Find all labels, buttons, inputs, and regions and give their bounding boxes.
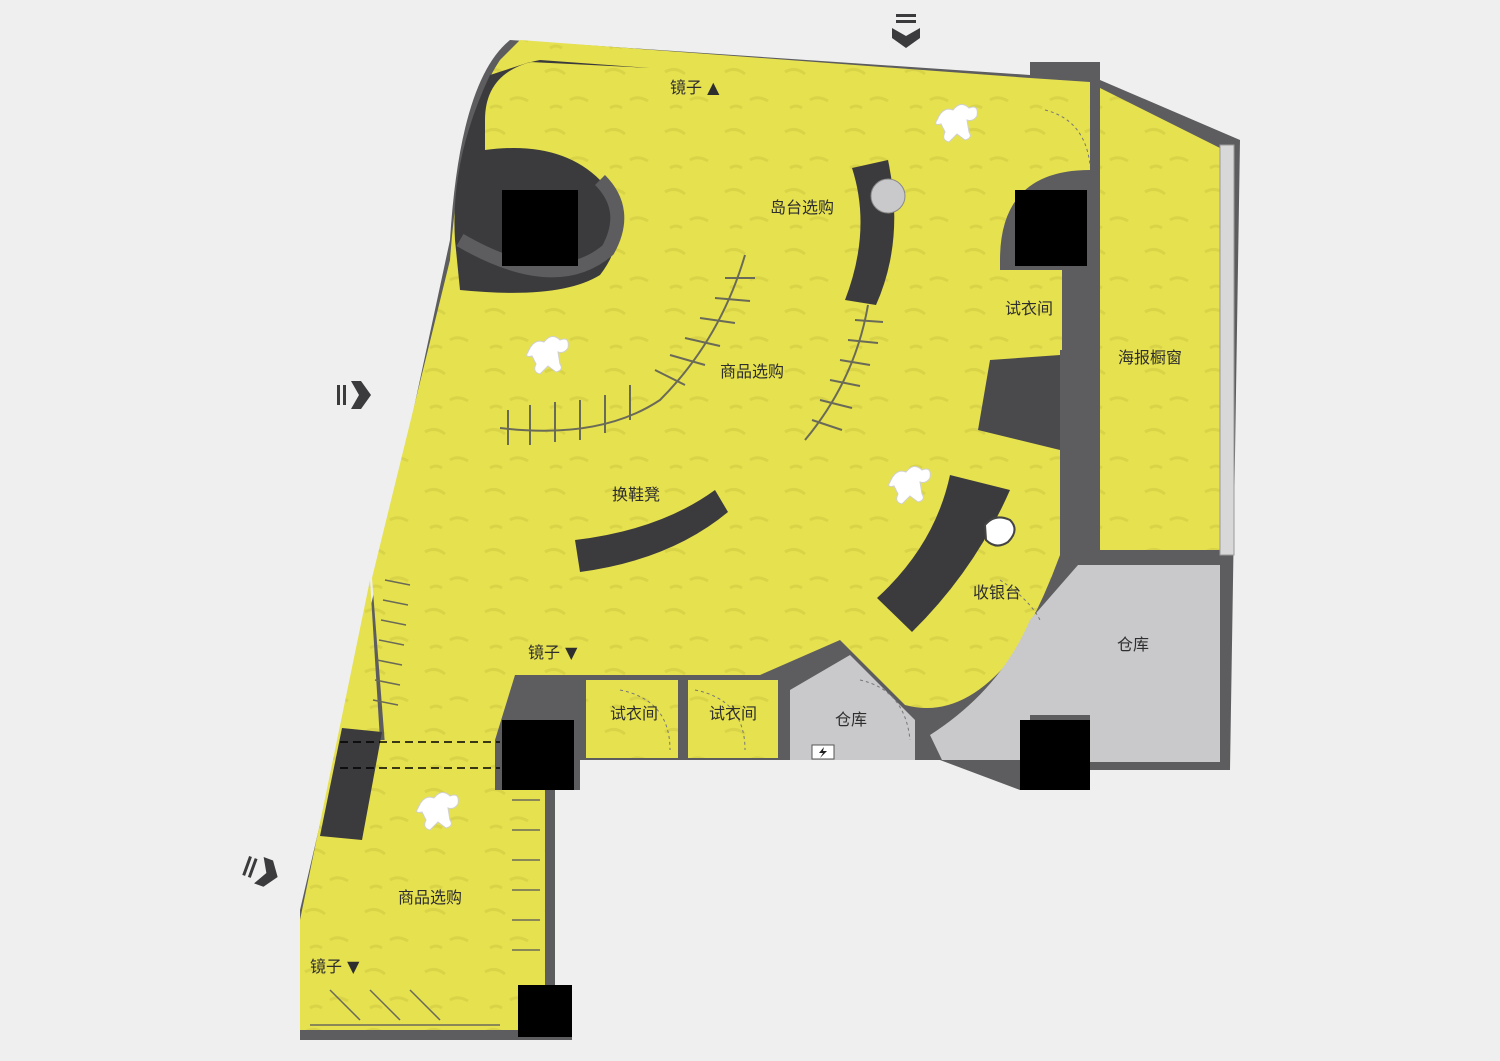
- label-poster-window: 海报橱窗: [1118, 348, 1182, 367]
- label-storage-right: 仓库: [1117, 635, 1149, 654]
- column: [502, 720, 574, 790]
- island-round-table: [870, 178, 906, 214]
- label-fitting-bottom-1: 试衣间: [610, 704, 658, 723]
- label-storage-small: 仓库: [835, 710, 867, 729]
- fitting-room-right: [1000, 270, 1062, 350]
- column: [518, 985, 572, 1037]
- storage-small-room: [790, 655, 915, 760]
- label-mirror-mid: 镜子 ▼: [528, 643, 578, 662]
- label-shoe-bench: 换鞋凳: [612, 485, 660, 504]
- column: [1020, 720, 1090, 790]
- label-cashier: 收银台: [973, 583, 1021, 602]
- glass-window: [1219, 144, 1235, 556]
- wall-rack: [310, 579, 540, 1026]
- poster-window-zone: [1100, 88, 1220, 550]
- storage-right-room: [930, 565, 1220, 762]
- label-island: 岛台选购: [770, 198, 834, 217]
- person-figure-icon: [983, 516, 1016, 547]
- door-swing: [619, 109, 1091, 751]
- clothing-rack-curved: [499, 254, 884, 445]
- shoe-bench: [575, 490, 728, 572]
- mirror-panel-left: [320, 728, 382, 840]
- fitting-room-bottom-2: [688, 680, 778, 758]
- label-goods-bottom: 商品选购: [398, 888, 462, 907]
- lightning-icon: [819, 747, 827, 758]
- entrance-arrow-icon: [337, 381, 371, 409]
- entrance-arrow-icon: [240, 852, 283, 891]
- label-fitting-bottom-2: 试衣间: [709, 704, 757, 723]
- label-fitting-right: 试衣间: [1005, 299, 1053, 318]
- label-mirror-top: 镜子 ▲: [670, 78, 720, 97]
- label-goods-center: 商品选购: [720, 362, 784, 381]
- column: [1015, 190, 1087, 266]
- entrance-arrow-icon: [892, 14, 920, 48]
- label-mirror-bottom: 镜子 ▼: [310, 957, 360, 976]
- column: [502, 190, 578, 266]
- mirror-panel-right: [978, 355, 1060, 450]
- cashier-counter: [877, 475, 1010, 632]
